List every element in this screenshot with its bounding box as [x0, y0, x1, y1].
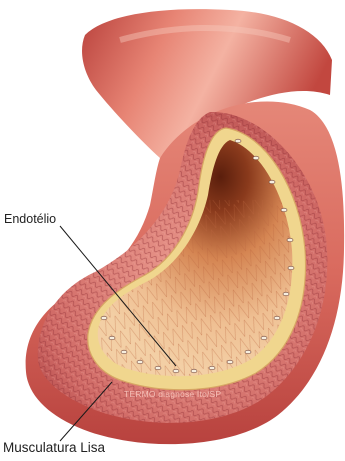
smooth-muscle-label: Musculatura Lisa [3, 440, 105, 455]
endothelium-label: Endotélio [4, 212, 56, 226]
watermark-text: TERMO diagnose Ito/SP [124, 389, 221, 399]
